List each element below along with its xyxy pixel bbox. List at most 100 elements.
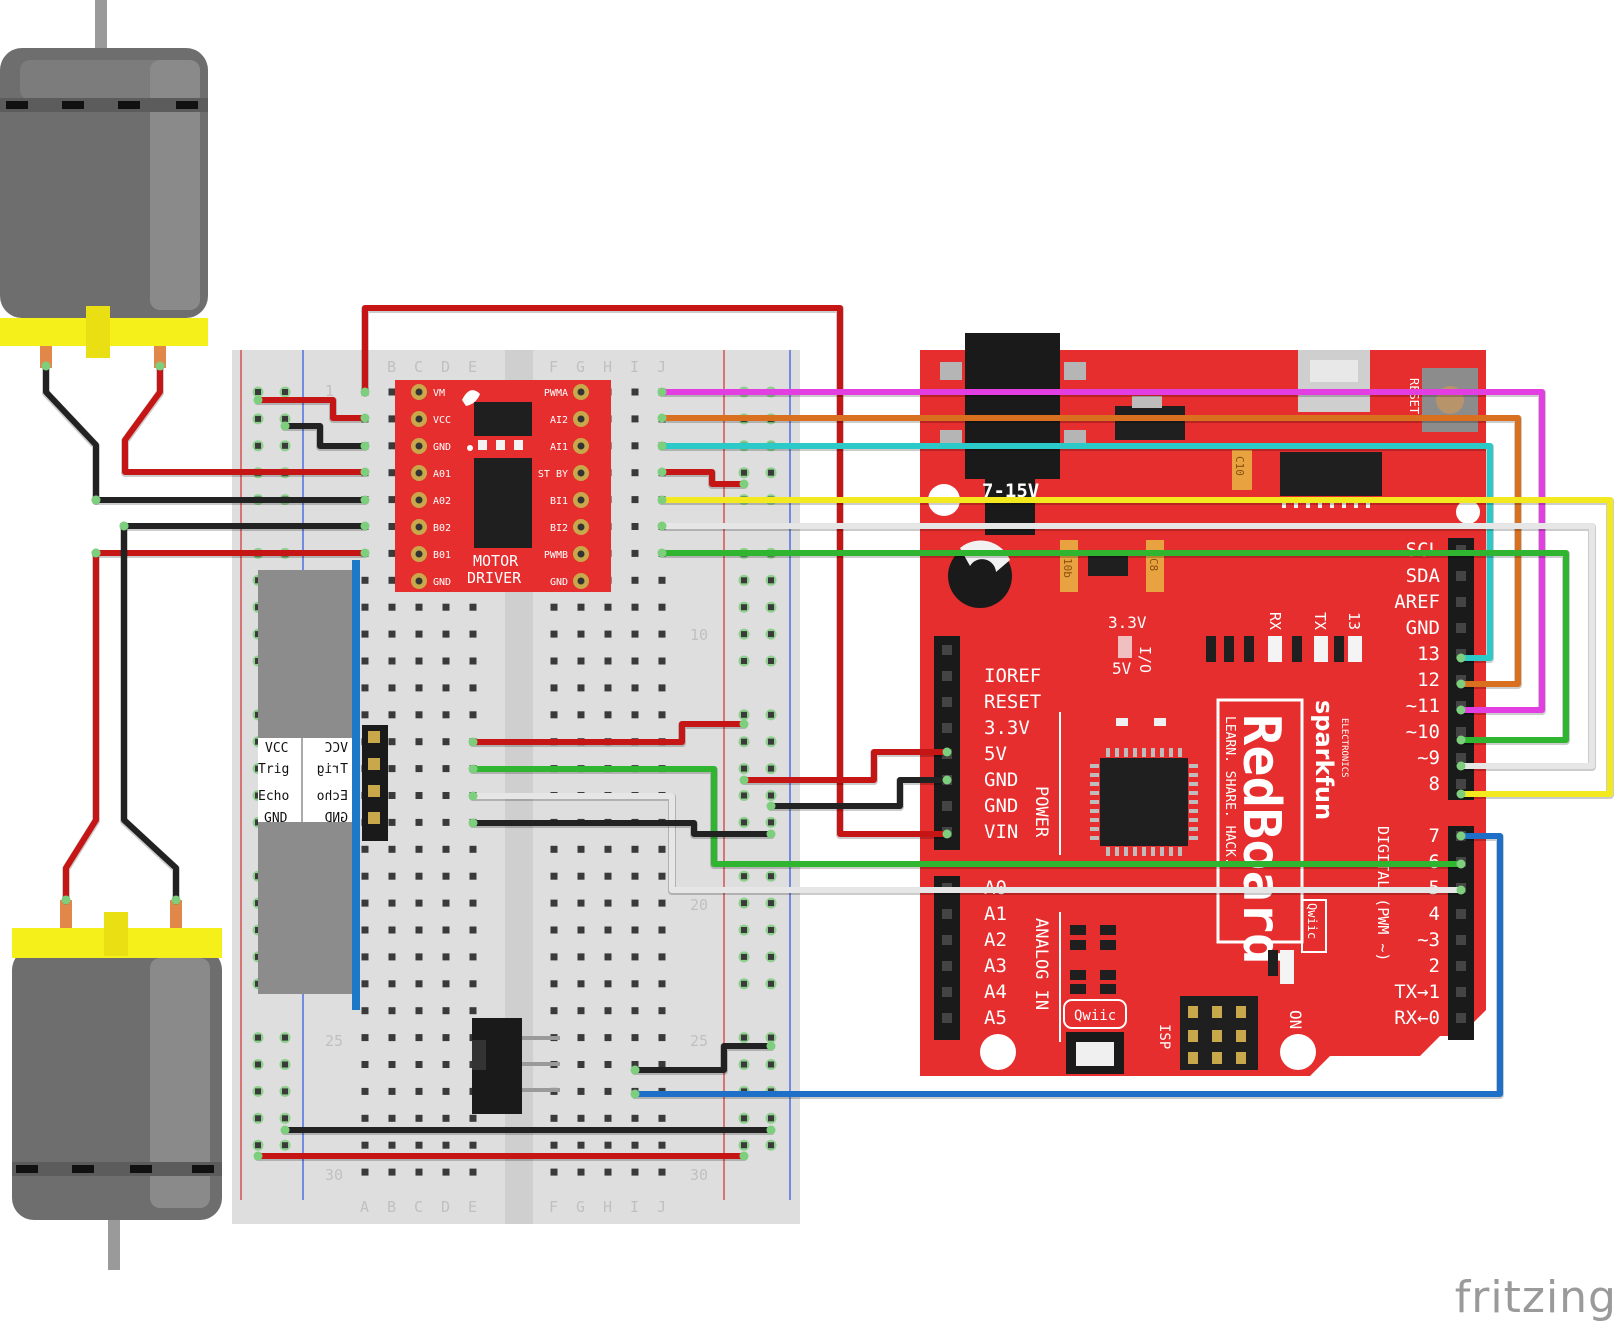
motor-driver-pin-label: PWMA	[544, 388, 568, 399]
motor-driver-pin-label: AI1	[550, 442, 568, 453]
column-label-top: F	[549, 358, 558, 376]
motor-driver-title-line2: DRIVER	[467, 569, 522, 587]
microcontroller-chip	[1100, 758, 1188, 846]
analog-pin-label: A3	[984, 955, 1007, 977]
motor-top-lead-red[interactable]	[122, 363, 368, 475]
column-label-bottom: E	[468, 1198, 477, 1216]
wire-pwmb-green[interactable]	[659, 550, 1569, 743]
digital-pin-label: 2	[1429, 955, 1440, 977]
wire-vm-red[interactable]	[255, 397, 368, 421]
motor-top-lead-black[interactable]	[43, 363, 99, 503]
wire-switch-blue[interactable]	[632, 833, 1503, 1097]
motor-bottom-lead-black[interactable]	[121, 523, 179, 903]
power-pin-label: RESET	[984, 691, 1041, 713]
isp-label: ISP	[1156, 1024, 1172, 1049]
redboard: 7-15V RESET C10 10b C8 3.3V 5V I/O	[920, 333, 1486, 1076]
led-tx-label: TX	[1311, 612, 1329, 630]
slide-switch[interactable]	[472, 1018, 560, 1114]
motor-top	[0, 0, 208, 368]
power-pin-label: VIN	[984, 821, 1018, 843]
motor-driver-pin-label: AI2	[550, 415, 568, 426]
led-13-label: 13	[1345, 612, 1363, 630]
column-label-top: B	[387, 358, 396, 376]
wire-stby-red[interactable]	[659, 469, 747, 487]
wire-5v-red[interactable]	[741, 749, 950, 783]
motor-driver-pin-label: PWMB	[544, 550, 568, 561]
motor-driver-title-line1: MOTOR	[473, 552, 519, 570]
power-jack-label: 7-15V	[982, 480, 1039, 502]
digital-pin-label: 4	[1429, 903, 1440, 925]
power-section-label: POWER	[1031, 786, 1051, 838]
sparkfun-flame-icon	[462, 390, 480, 406]
wire-bi1-yellow[interactable]	[659, 497, 1613, 797]
wire-sensor-vcc-red[interactable]	[470, 721, 747, 745]
svg-text:25: 25	[690, 1032, 708, 1050]
analog-header[interactable]	[934, 876, 960, 1040]
wire-sensor-trig-green[interactable]	[470, 766, 1464, 867]
column-label-top: I	[630, 358, 639, 376]
column-label-top: J	[657, 358, 666, 376]
power-jack[interactable]	[965, 333, 1060, 479]
column-label-bottom: D	[441, 1198, 450, 1216]
motor-driver-pin-label: A01	[433, 469, 451, 480]
svg-text:GND: GND	[324, 811, 348, 826]
wire-gnd-redboard-black[interactable]	[768, 777, 950, 809]
motor-driver-pin-label: A02	[433, 496, 451, 507]
power-pin-label: 5V	[984, 743, 1007, 765]
analog-section-label: ANALOG IN	[1031, 918, 1051, 1010]
power-header[interactable]	[934, 636, 960, 850]
column-label-bottom: C	[414, 1198, 423, 1216]
digital-pin-label: ~11	[1406, 695, 1440, 717]
analog-pin-label: A4	[984, 981, 1007, 1003]
wire-sensor-gnd-black[interactable]	[470, 820, 774, 837]
motor-bottom-lead-red[interactable]	[63, 550, 99, 903]
motor-driver-pin-label: GND	[433, 442, 451, 453]
led-rx-label: RX	[1266, 612, 1284, 630]
power-pin-label: GND	[984, 795, 1018, 817]
svg-text:1: 1	[325, 382, 334, 400]
wire-bi2-white[interactable]	[659, 523, 1595, 769]
digital-pin-label: ~3	[1417, 929, 1440, 951]
analog-pin-label: A2	[984, 929, 1007, 951]
board-slogan: LEARN. SHARE. HACK.	[1222, 716, 1237, 865]
wire-vin-red[interactable]	[362, 305, 950, 837]
ultrasonic-sensor: VCC Trig Echo GND VCC Trig Echo GND	[258, 560, 388, 1010]
power-pin-label: IOREF	[984, 665, 1041, 687]
qwiic-side-label: Qwiic	[1305, 903, 1319, 939]
column-label-bottom: H	[603, 1198, 612, 1216]
digital-pin-label: SDA	[1406, 565, 1441, 587]
sensor-pin-echo-label: Echo	[258, 789, 289, 804]
column-label-bottom: G	[576, 1198, 585, 1216]
power-pin-label: GND	[984, 769, 1018, 791]
board-name: RedBoard	[1231, 714, 1291, 964]
svg-text:Trig: Trig	[317, 762, 348, 777]
digital-pin-label: 8	[1429, 773, 1440, 795]
voltage-select-3v3: 3.3V	[1108, 613, 1147, 632]
column-label-bottom: I	[630, 1198, 639, 1216]
breadboard-row-numbers: 1 10 20 25 25 30 30	[325, 382, 708, 1184]
svg-text:20: 20	[690, 896, 708, 914]
svg-text:30: 30	[325, 1166, 343, 1184]
digital-section-label: DIGITAL (PWM ~)	[1374, 826, 1392, 961]
on-label: ON	[1286, 1010, 1305, 1029]
wires	[41, 305, 1614, 1161]
cap-label-c8: C8	[1147, 558, 1160, 571]
column-label-top: E	[468, 358, 477, 376]
svg-text:VCC: VCC	[325, 741, 348, 756]
wire-gnd-black[interactable]	[282, 423, 368, 449]
digital-pin-label: ~10	[1406, 721, 1440, 743]
wire-sensor-echo-white[interactable]	[470, 793, 1464, 893]
brand-logo: sparkfun	[1310, 700, 1338, 820]
column-label-top: G	[576, 358, 585, 376]
reset-label: RESET	[1407, 378, 1421, 414]
sensor-pin-vcc-label: VCC	[265, 741, 288, 756]
voltage-select-5v: 5V	[1112, 659, 1132, 678]
motor-driver-pin-label: VM	[433, 388, 445, 399]
analog-pin-label: A1	[984, 903, 1007, 925]
wire-switch-black[interactable]	[632, 1043, 774, 1073]
column-label-top: C	[414, 358, 423, 376]
digital-pin-label: AREF	[1394, 591, 1440, 613]
